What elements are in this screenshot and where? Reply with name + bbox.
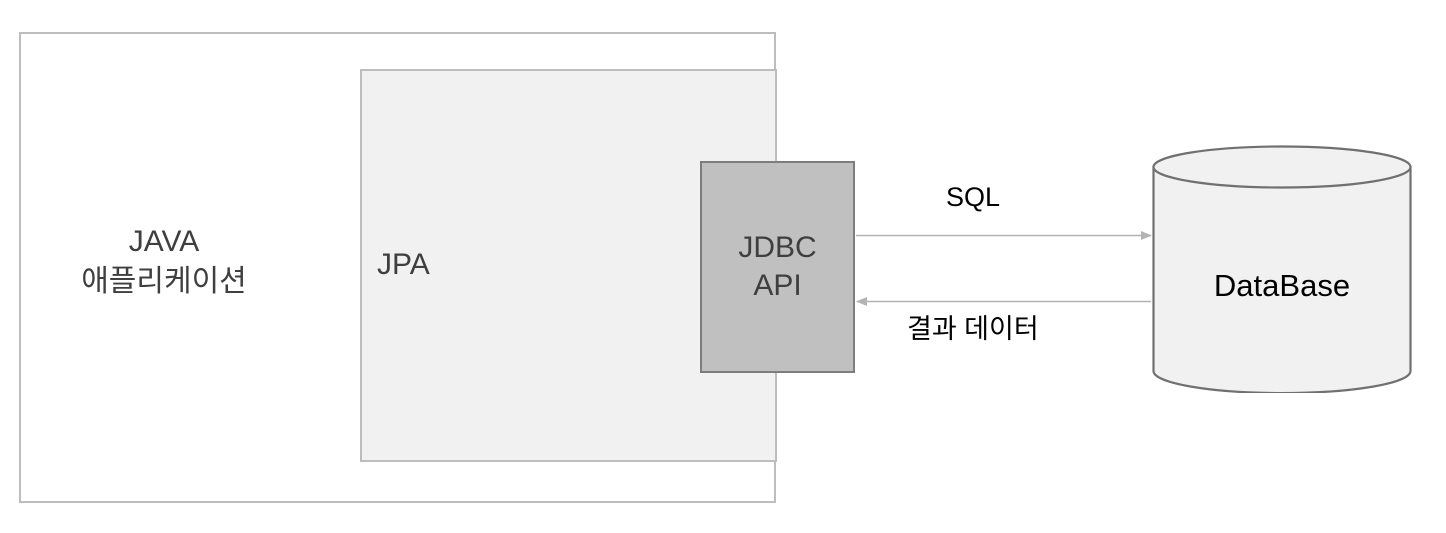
result-data-arrow-label: 결과 데이터 bbox=[907, 314, 1039, 344]
database-label: DataBase bbox=[1213, 268, 1351, 303]
java-application-label: JAVA 애플리케이션 bbox=[81, 225, 247, 298]
cylinder-body bbox=[1152, 165, 1412, 393]
sql-arrow-label: SQL bbox=[946, 182, 1001, 212]
database-cylinder-icon[interactable] bbox=[1151, 145, 1413, 393]
jdbc-api-label: JDBC API bbox=[738, 231, 817, 302]
jdbc-api-box[interactable]: JDBC API bbox=[700, 161, 855, 373]
cylinder-top-ellipse bbox=[1152, 145, 1412, 189]
jpa-label: JPA bbox=[377, 248, 430, 281]
